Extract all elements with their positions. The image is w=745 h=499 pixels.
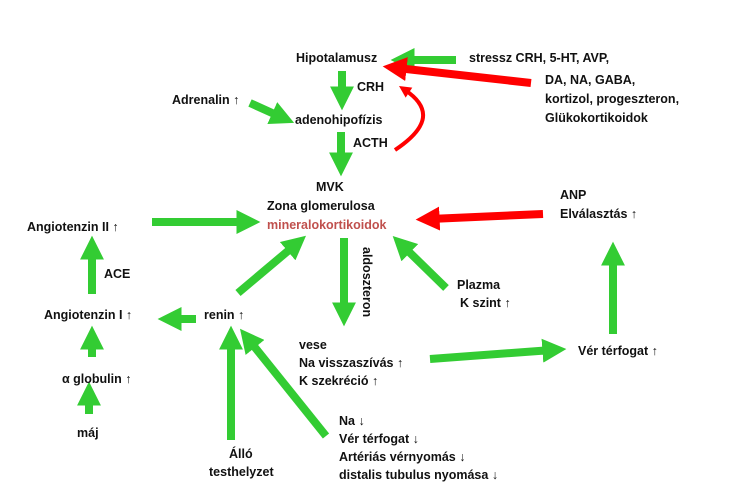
arrow-inhibitors-to-hipotalamusz (382, 57, 532, 87)
node-renin: renin ↑ (204, 308, 245, 322)
node-inhibitor-3: Glükokortikoidok (545, 111, 648, 125)
node-hipotalamusz: Hipotalamusz (296, 51, 378, 65)
arrow-adrenalin-to-adenohipofizis (248, 99, 295, 124)
arrow-plazma-to-mineralokortikoidok (392, 235, 449, 291)
node-elvalasztas: Elválasztás ↑ (560, 207, 638, 221)
node-k-szekrecio: K szekréció ↑ (299, 374, 379, 388)
arrow-stimuli-to-renin (239, 328, 330, 439)
arrow-acth-to-crh (393, 86, 426, 152)
node-maj: máj (77, 426, 99, 440)
node-stressz: stressz CRH, 5-HT, AVP, (469, 51, 610, 65)
node-angiotenzin1: Angiotenzin I ↑ (44, 308, 133, 322)
node-anp: ANP (560, 188, 587, 202)
label-ace: ACE (104, 267, 131, 281)
arrow-renin-to-mineralokortikoidok (235, 235, 307, 297)
arrow-anp-to-mineralokortikoidok (415, 206, 544, 231)
node-adrenalin: Adrenalin ↑ (172, 93, 240, 107)
node-k-szint: K szint ↑ (460, 296, 511, 310)
node-alfa-globulin: α globulin ↑ (62, 372, 132, 386)
node-angiotenzin2: Angiotenzin II ↑ (27, 220, 119, 234)
node-stimulus-arterias-vernyomas: Artériás vérnyomás ↓ (339, 450, 466, 464)
label-acth: ACTH (353, 136, 388, 150)
node-inhibitor-2: kortizol, progeszteron, (545, 92, 680, 106)
node-na-visszaszivas: Na visszaszívás ↑ (299, 356, 404, 370)
node-inhibitor-1: DA, NA, GABA, (545, 73, 636, 87)
node-adenohipofizis: adenohipofízis (295, 113, 383, 127)
node-stimulus-distalis-tubulus: distalis tubulus nyomása ↓ (339, 468, 499, 482)
node-stimulus-ver-terfogat: Vér térfogat ↓ (339, 432, 419, 446)
arrow-vese-to-verterfogat (429, 338, 567, 363)
node-plazma: Plazma (457, 278, 501, 292)
label-aldoszteron: aldoszteron (360, 247, 374, 318)
node-testhelyzet: testhelyzet (209, 465, 274, 479)
node-vese: vese (299, 338, 327, 352)
node-stimulus-na: Na ↓ (339, 414, 365, 428)
node-mineralokortikoidok: mineralokortikoidok (267, 218, 387, 232)
node-mvk: MVK (316, 180, 344, 194)
label-crh: CRH (357, 80, 385, 94)
node-allo: Álló (229, 447, 253, 461)
node-ver-terfogat: Vér térfogat ↑ (578, 344, 658, 358)
node-zona-glomerulosa: Zona glomerulosa (267, 199, 375, 213)
